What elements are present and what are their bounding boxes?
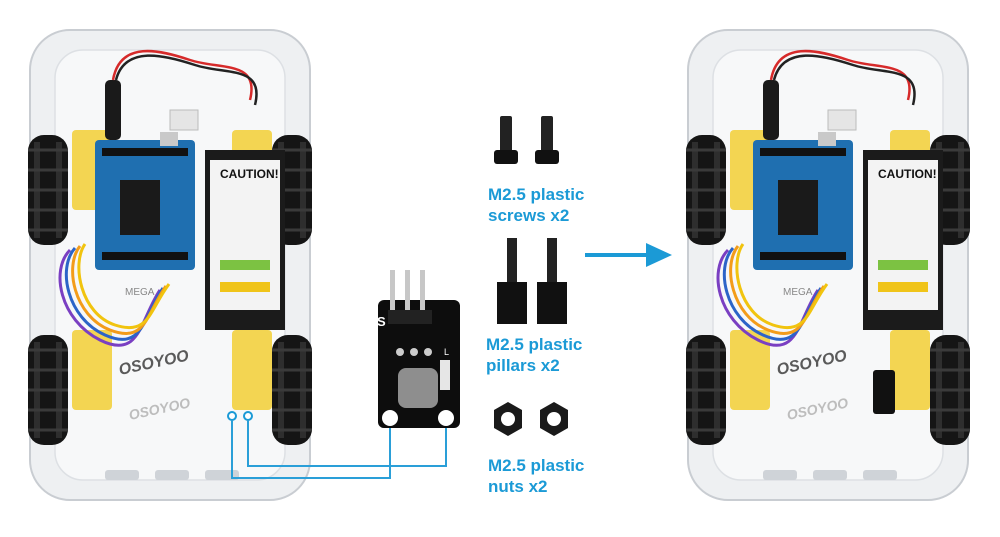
robot-car-before: CAUTION! MEGA	[28, 30, 312, 500]
caution-box-title: CAUTION!	[220, 167, 279, 181]
pillars-label: M2.5 plastic pillars x2	[486, 334, 582, 376]
caution-box-title-after: CAUTION!	[878, 167, 937, 181]
board-label: MEGA	[125, 287, 155, 298]
screws-label-line2: screws x2	[488, 206, 570, 225]
robot-car-after: CAUTION! MEGA	[686, 30, 970, 500]
screws-label-line1: M2.5 plastic	[488, 185, 585, 204]
plastic-screws	[494, 116, 559, 164]
board-label-after: MEGA	[783, 287, 813, 298]
plastic-pillars	[497, 238, 567, 324]
mounting-guide-lines	[231, 420, 447, 479]
mount-hole-left	[227, 411, 237, 421]
mount-hole-right	[243, 411, 253, 421]
sensor-side-label: L	[444, 347, 449, 357]
nuts-label-line2: nuts x2	[488, 477, 548, 496]
pillars-label-line2: pillars x2	[486, 356, 560, 375]
sensor-pin-label: S	[377, 314, 386, 329]
plastic-nuts	[494, 402, 568, 436]
arrow-right-icon	[585, 243, 672, 267]
nuts-label-line1: M2.5 plastic	[488, 456, 585, 475]
pillars-label-line1: M2.5 plastic	[486, 335, 583, 354]
ir-sensor-module: S L	[377, 270, 460, 428]
nuts-label: M2.5 plastic nuts x2	[488, 455, 584, 497]
mounted-ir-sensor	[873, 370, 895, 414]
screws-label: M2.5 plastic screws x2	[488, 184, 584, 226]
